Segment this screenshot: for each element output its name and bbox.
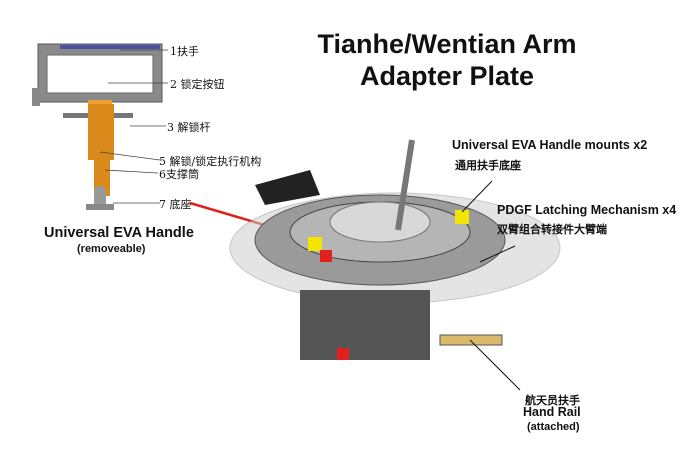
page-title-line2: Adapter Plate: [359, 61, 535, 91]
part-1-label: 1扶手: [170, 45, 199, 58]
rail-label: Hand Rail: [523, 405, 581, 419]
handle-title: Universal EVA Handle: [44, 225, 194, 241]
adapter-plate-drawing: [229, 139, 561, 360]
page-title-line1: Tianhe/Wentian Arm: [317, 29, 577, 59]
pdgf-label: PDGF Latching Mechanism x4: [497, 203, 677, 217]
mounts-label: Universal EVA Handle mounts x2: [452, 138, 648, 152]
part-5-label: 5 解锁/锁定执行机构: [159, 155, 262, 168]
handle-note: (removeable): [77, 243, 146, 255]
part-6-label: 6支撑筒: [159, 168, 199, 181]
part-7-label: 7 底座: [159, 198, 192, 211]
eva-handle-drawing: [32, 43, 163, 210]
mounts-label-cn: 通用扶手底座: [455, 159, 521, 172]
leader-lines: [99, 49, 168, 204]
pdgf-label-cn: 双臂组合转接件大臂端: [497, 223, 607, 236]
part-2-label: 2 锁定按钮: [170, 78, 225, 91]
rail-label-cn: 航天员扶手: [525, 394, 580, 407]
part-3-label: 3 解锁杆: [167, 121, 211, 134]
rail-note: (attached): [527, 421, 580, 433]
